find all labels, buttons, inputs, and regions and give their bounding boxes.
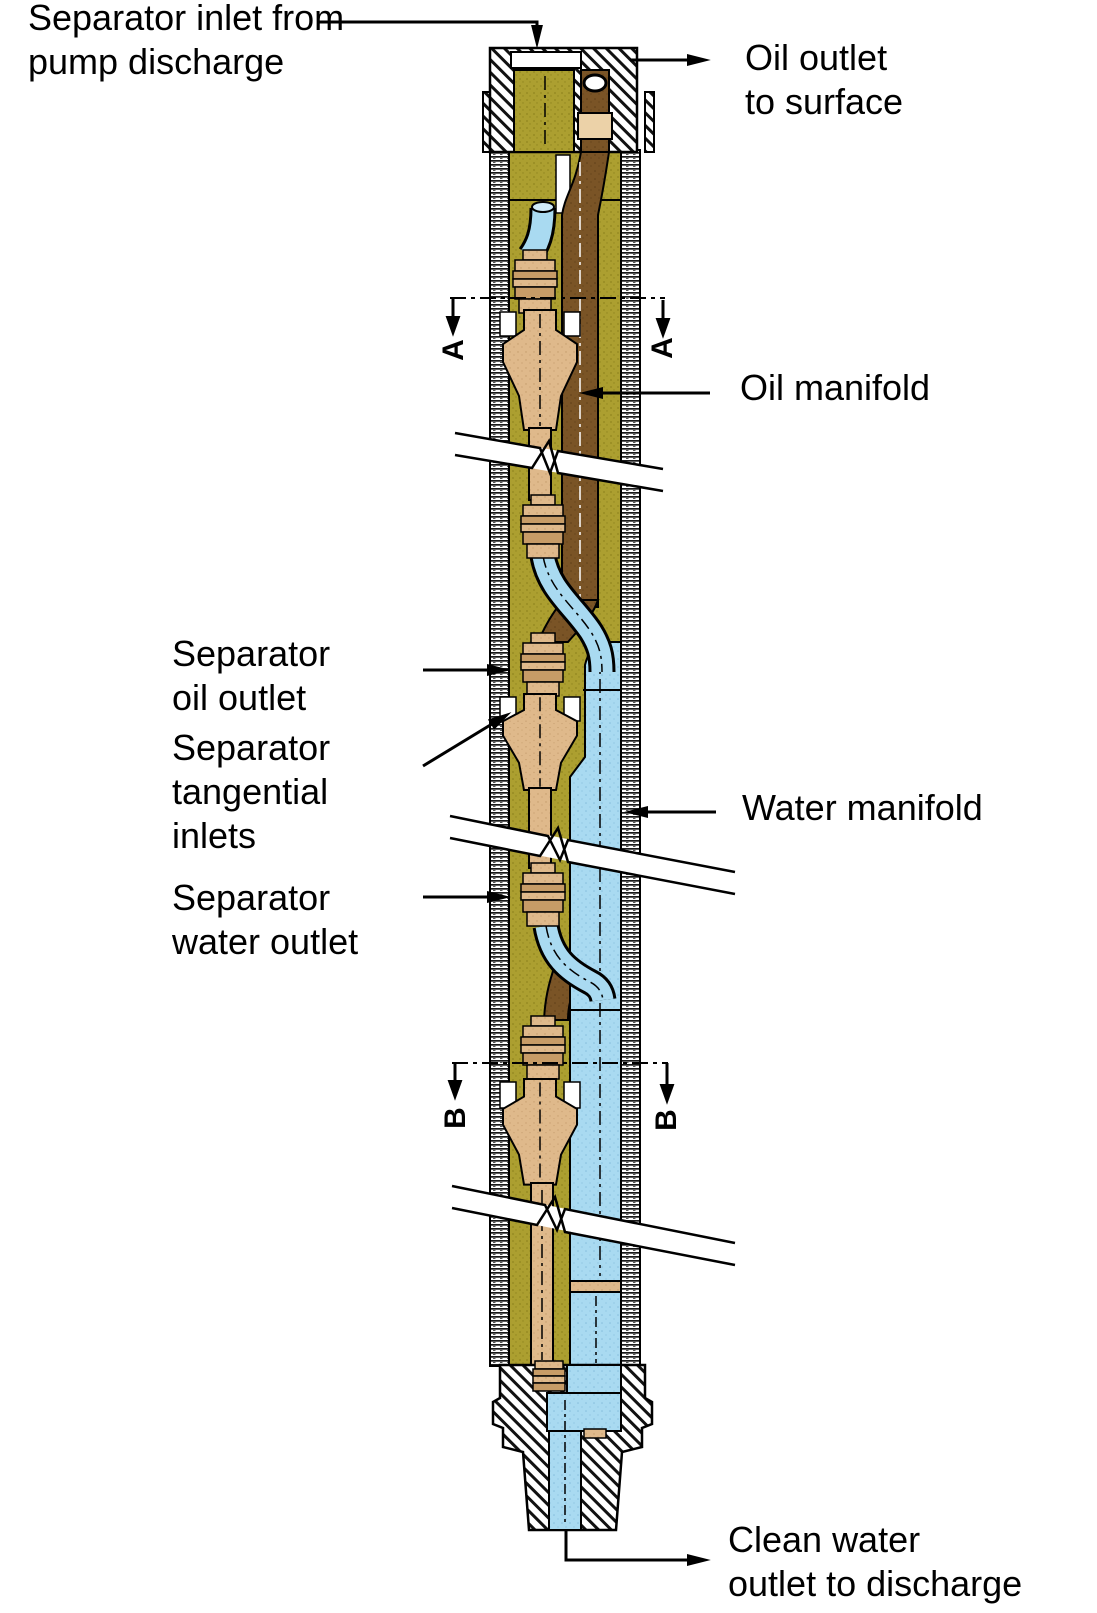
label-separator-inlet: Separator inlet from pump discharge bbox=[28, 0, 345, 82]
coupling-2 bbox=[520, 494, 566, 559]
label-oil-manifold: Oil manifold bbox=[740, 367, 931, 408]
break-symbol-3 bbox=[451, 1184, 736, 1267]
label-separator-water-outlet: Separator water outlet bbox=[172, 877, 359, 962]
coupling-4-water-outlet bbox=[520, 862, 566, 927]
section-letter-a-left: A bbox=[437, 339, 470, 361]
coupling-5 bbox=[520, 1015, 566, 1080]
label-tangential-inlets: Separator tangential inlets bbox=[172, 727, 331, 856]
coupling-6 bbox=[532, 1360, 566, 1392]
arrow-separator-inlet bbox=[318, 20, 543, 49]
inlet-slot bbox=[510, 51, 582, 69]
label-clean-water-outlet: Clean water outlet to discharge bbox=[728, 1519, 1023, 1604]
coupling-1 bbox=[512, 249, 558, 314]
section-letter-b-right: B bbox=[650, 1109, 683, 1131]
label-separator-oil-outlet: Separator oil outlet bbox=[172, 633, 331, 718]
section-line-b bbox=[447, 1062, 675, 1105]
section-letter-b-left: B bbox=[439, 1107, 472, 1129]
section-letter-a-right: A bbox=[646, 337, 679, 359]
top-cap bbox=[482, 46, 655, 154]
section-line-a bbox=[445, 297, 671, 339]
arrow-clean-water-outlet bbox=[564, 1530, 711, 1566]
pipe-break-symbols bbox=[449, 431, 736, 1267]
label-water-manifold: Water manifold bbox=[742, 787, 983, 828]
casing-wall-right bbox=[620, 149, 641, 1393]
break-symbol-1 bbox=[454, 431, 664, 493]
bottom-sub bbox=[491, 1360, 654, 1532]
label-oil-outlet: Oil outlet to surface bbox=[745, 37, 904, 122]
annotation-arrows bbox=[318, 20, 716, 1566]
break-symbol-2 bbox=[449, 814, 736, 896]
coupling-3-oil-outlet bbox=[520, 632, 566, 697]
plug-band bbox=[569, 1280, 622, 1293]
arrow-tangential-inlets bbox=[422, 712, 512, 768]
